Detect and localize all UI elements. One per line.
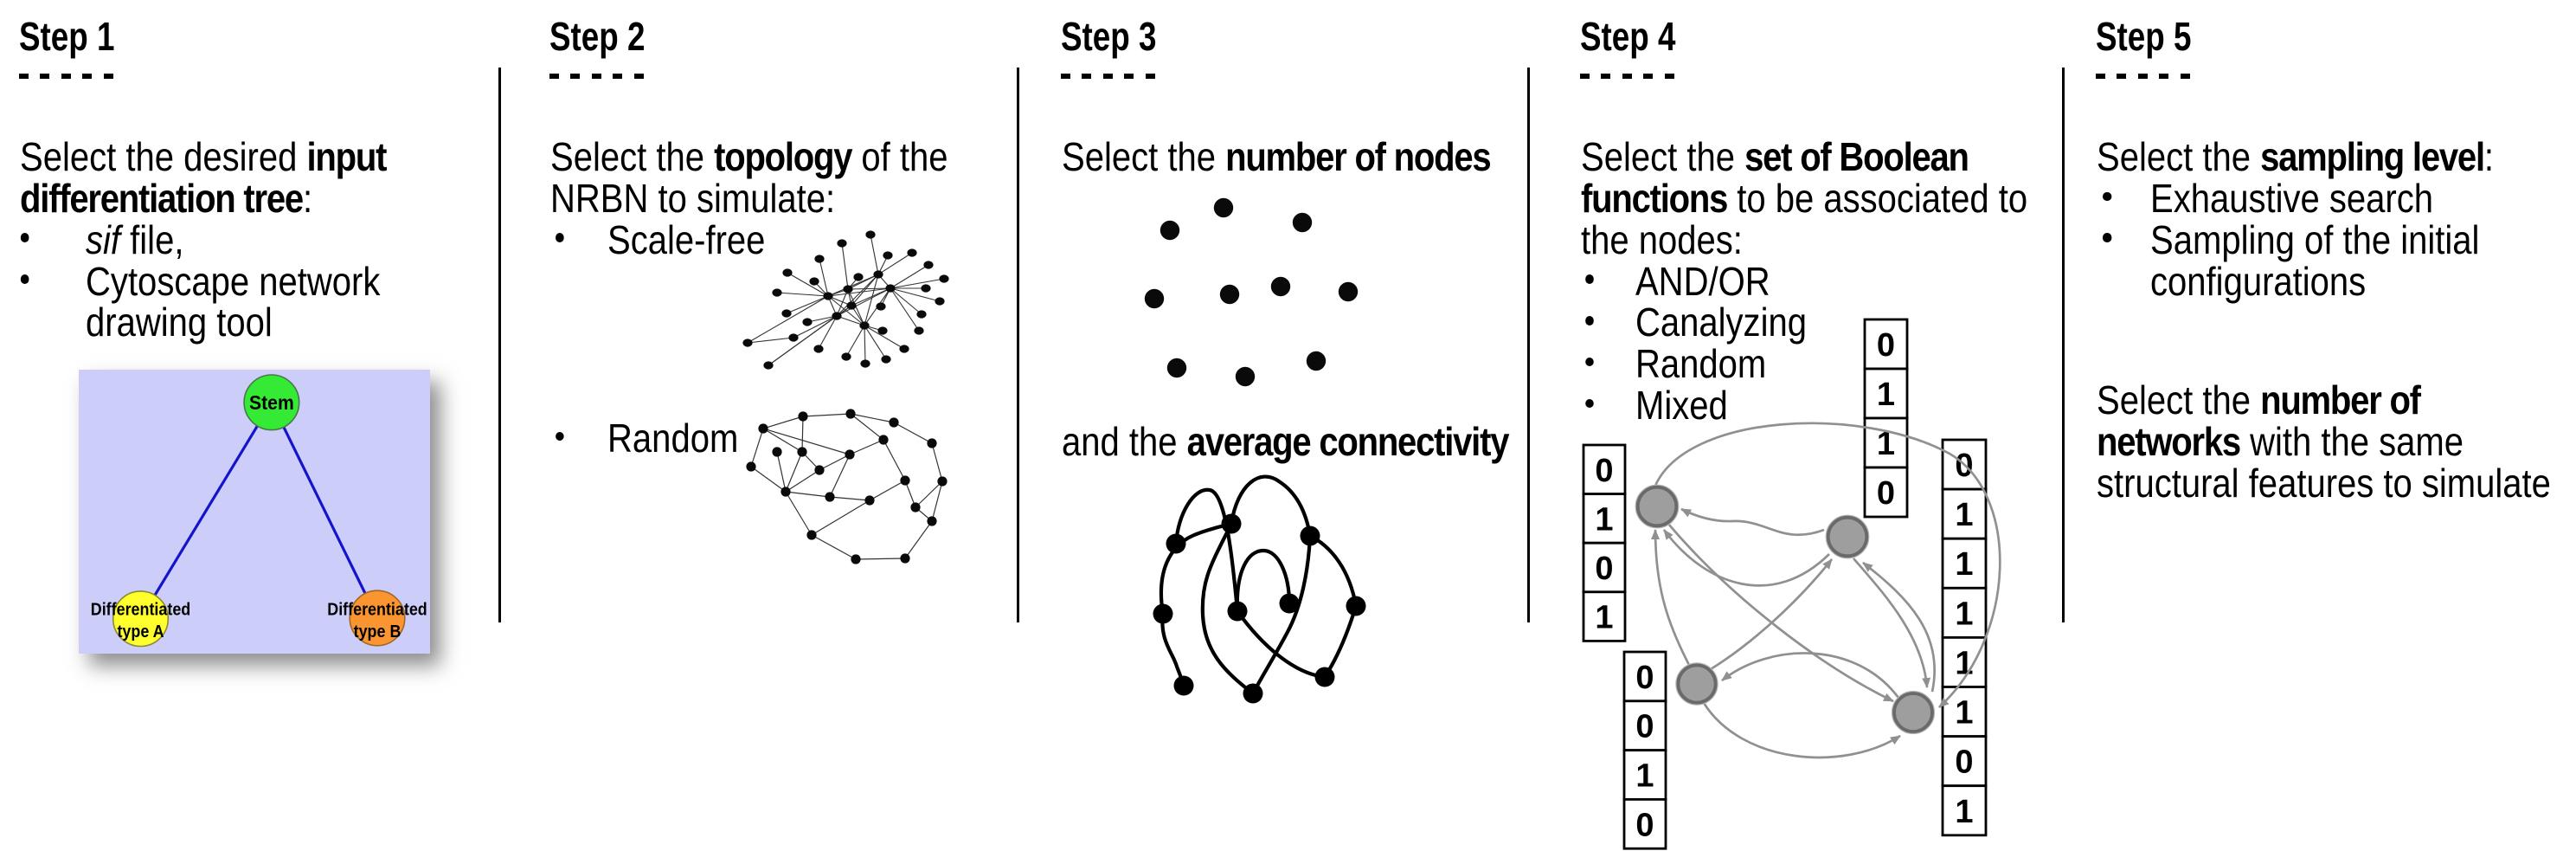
svg-text:1: 1 xyxy=(1877,377,1895,413)
svg-text:0: 0 xyxy=(1877,475,1895,512)
svg-text:1: 1 xyxy=(1877,426,1895,462)
svg-text:1: 1 xyxy=(1955,794,1973,830)
svg-text:Stem: Stem xyxy=(249,391,294,414)
svg-text:0: 0 xyxy=(1955,745,1973,781)
svg-text:1: 1 xyxy=(1635,758,1654,795)
svg-text:1: 1 xyxy=(1955,546,1973,583)
svg-text:1: 1 xyxy=(1595,501,1613,538)
svg-text:Differentiated: Differentiated xyxy=(327,601,427,620)
svg-text:Differentiated: Differentiated xyxy=(91,601,190,620)
svg-text:0: 0 xyxy=(1595,551,1613,587)
svg-text:1: 1 xyxy=(1955,695,1973,732)
svg-text:0: 0 xyxy=(1595,453,1613,489)
svg-text:0: 0 xyxy=(1635,807,1654,843)
svg-text:1: 1 xyxy=(1955,497,1973,533)
svg-text:type B: type B xyxy=(354,622,401,641)
svg-text:1: 1 xyxy=(1595,600,1613,636)
svg-text:1: 1 xyxy=(1955,596,1973,632)
svg-text:0: 0 xyxy=(1877,327,1895,364)
svg-text:type A: type A xyxy=(117,622,164,641)
svg-text:0: 0 xyxy=(1635,709,1654,745)
svg-text:1: 1 xyxy=(1955,645,1973,681)
svg-text:0: 0 xyxy=(1635,660,1654,696)
